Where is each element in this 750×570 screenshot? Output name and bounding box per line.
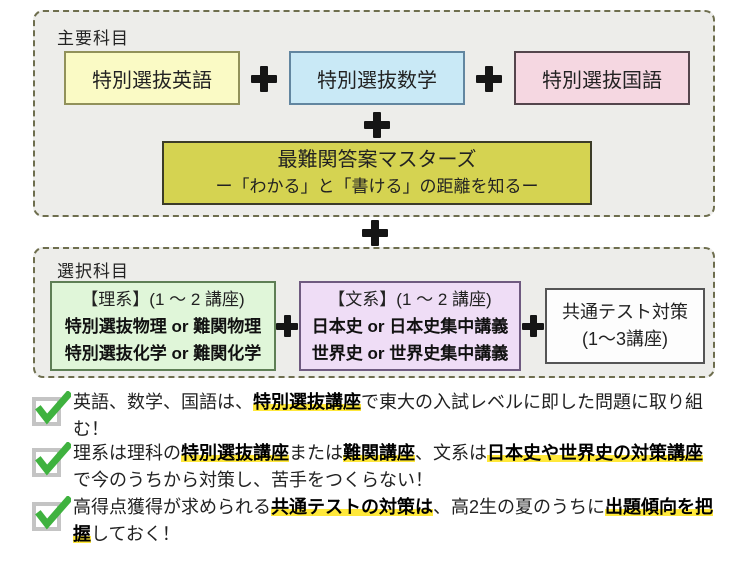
elective-box-common-test: 共通テスト対策 (1～3講座) — [545, 288, 705, 364]
note-text: 理系は理科の特別選抜講座または難関講座、文系は日本史や世界史の対策講座で今のうち… — [73, 440, 717, 494]
note-item: 英語、数学、国語は、特別選抜講座で東大の入試レベルに即した問題に取り組む！ — [31, 389, 717, 443]
subject-box-kokugo: 特別選抜国語 — [514, 51, 690, 105]
elective-subjects-label: 選択科目 — [57, 262, 129, 281]
note-text: 英語、数学、国語は、特別選抜講座で東大の入試レベルに即した問題に取り組む！ — [73, 389, 717, 443]
plain-text: 高得点獲得が求められる — [73, 497, 271, 517]
highlighted-phrase: 難関講座 — [343, 443, 415, 463]
common-test-title: 共通テスト対策 — [562, 302, 688, 322]
plain-text: または — [289, 443, 343, 463]
master-course-subtitle: ー「わかる」と「書ける」の距離を知るー — [215, 177, 539, 197]
main-subjects-panel: 主要科目 特別選抜英語 特別選抜数学 特別選抜国語 最難関答案マスターズ ー「わ… — [33, 10, 715, 217]
subject-box-kokugo-label: 特別選抜国語 — [542, 69, 662, 92]
plus-icon — [251, 66, 277, 92]
elective-humanities-jhistory: 日本史 or 日本史集中講義 — [311, 316, 509, 336]
plus-icon — [364, 112, 390, 138]
plain-text: 、文系は — [415, 443, 487, 463]
note-text: 高得点獲得が求められる共通テストの対策は、高2生の夏のうちに出題傾向を把握してお… — [73, 494, 717, 548]
common-test-count: (1～3講座) — [581, 329, 668, 349]
plain-text: で今のうちから対策し、苦手をつくらない！ — [73, 470, 433, 490]
elective-science-heading: 【理系】(1 ～ 2 講座) — [81, 289, 245, 309]
note-item: 理系は理科の特別選抜講座または難関講座、文系は日本史や世界史の対策講座で今のうち… — [31, 440, 717, 494]
subject-box-math: 特別選抜数学 — [289, 51, 465, 105]
subject-box-math-label: 特別選抜数学 — [317, 69, 437, 92]
plus-icon — [476, 66, 502, 92]
master-course-box: 最難関答案マスターズ ー「わかる」と「書ける」の距離を知るー — [162, 141, 592, 205]
highlighted-phrase: 共通テストの対策は — [271, 497, 433, 517]
master-course-title: 最難関答案マスターズ — [277, 149, 477, 172]
elective-subjects-panel: 選択科目 【理系】(1 ～ 2 講座) 特別選抜物理 or 難関物理 特別選抜化… — [33, 247, 715, 378]
subject-box-english: 特別選抜英語 — [64, 51, 240, 105]
checkbox-check-icon — [31, 440, 73, 483]
plain-text: 英語、数学、国語は、 — [73, 392, 253, 412]
highlighted-phrase: 日本史や世界史の対策講座 — [487, 443, 703, 463]
plain-text: で東大の入試レベルに即した問題に取り組む！ — [73, 392, 703, 439]
plain-text: 、高2生の夏のうちに — [433, 497, 606, 517]
plus-icon — [522, 315, 544, 337]
checkbox-check-icon — [31, 494, 73, 537]
main-subjects-label: 主要科目 — [57, 29, 129, 48]
highlighted-phrase: 特別選抜講座 — [181, 443, 289, 463]
elective-science-physics: 特別選抜物理 or 難関物理 — [64, 316, 262, 336]
plain-text: 理系は理科の — [73, 443, 181, 463]
checkbox-check-icon — [31, 389, 73, 432]
elective-humanities-whistory: 世界史 or 世界史集中講義 — [311, 343, 509, 363]
highlighted-phrase: 特別選抜講座 — [253, 392, 361, 412]
subject-box-english-label: 特別選抜英語 — [92, 69, 212, 92]
elective-science-chemistry: 特別選抜化学 or 難関化学 — [64, 343, 262, 363]
elective-box-science: 【理系】(1 ～ 2 講座) 特別選抜物理 or 難関物理 特別選抜化学 or … — [50, 281, 276, 371]
elective-box-humanities: 【文系】(1 ～ 2 講座) 日本史 or 日本史集中講義 世界史 or 世界史… — [299, 281, 521, 371]
elective-humanities-heading: 【文系】(1 ～ 2 講座) — [328, 289, 492, 309]
note-item: 高得点獲得が求められる共通テストの対策は、高2生の夏のうちに出題傾向を把握してお… — [31, 494, 717, 548]
plus-icon — [276, 315, 298, 337]
plus-icon — [362, 220, 388, 246]
plain-text: しておく！ — [91, 524, 180, 544]
